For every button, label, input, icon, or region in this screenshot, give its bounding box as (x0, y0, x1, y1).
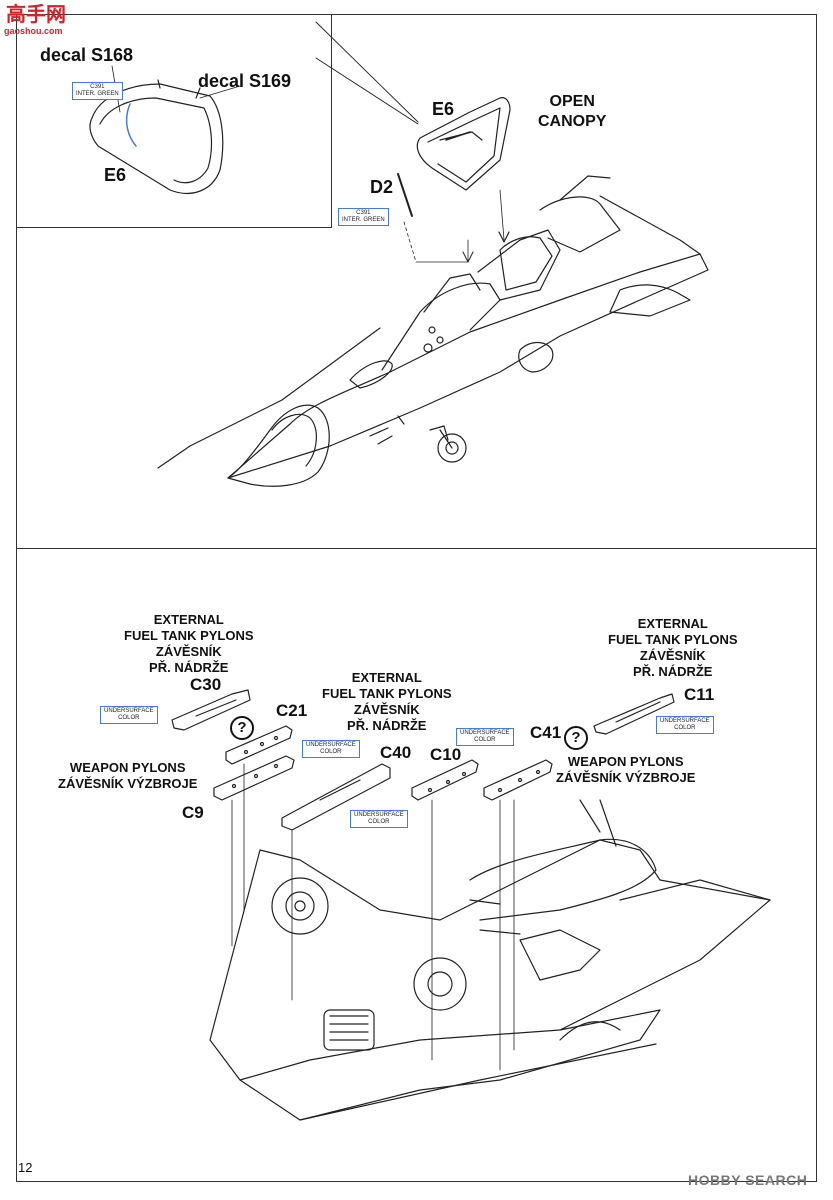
watermark-logo: 高手网 (6, 4, 66, 26)
watermark-url: gaoshou.com (4, 26, 63, 36)
detail-inset-frame (16, 14, 332, 228)
inset-color-name: INTER. GREEN (76, 91, 119, 97)
inset-part-e6-label: E6 (104, 165, 127, 185)
left-tank-pylons-caption: EXTERNAL FUEL TANK PYLONS ZÁVĚSNÍK PŘ. N… (124, 612, 254, 676)
undersurface-text-2: COLOR (674, 725, 696, 731)
decal-s168-label: decal S168 (40, 45, 134, 65)
part-c9-label: C9 (182, 803, 204, 822)
right-weapon-pylons-line-2: ZÁVĚSNÍK VÝZBROJE (556, 770, 696, 785)
center-tank-pylons-line-4: PŘ. NÁDRŽE (347, 718, 427, 733)
right-tank-pylons-caption: EXTERNAL FUEL TANK PYLONS ZÁVĚSNÍK PŘ. N… (608, 616, 738, 680)
left-weapon-pylons-line-1: WEAPON PYLONS (69, 760, 186, 775)
d2-color-callout: C391 INTER. GREEN (338, 208, 389, 226)
page-number: 12 (18, 1160, 33, 1175)
part-c10-label: C10 (430, 745, 462, 764)
part-c30-label: C30 (190, 675, 222, 694)
pylon-parts (171, 689, 675, 831)
left-tank-pylons-line-1: EXTERNAL (153, 612, 224, 627)
undersurface-text-2: COLOR (320, 749, 342, 755)
undersurface-text-1: UNDERSURFACE (354, 812, 404, 818)
right-tank-pylons-line-2: FUEL TANK PYLONS (608, 632, 738, 647)
center-tank-pylons-line-3: ZÁVĚSNÍK (353, 702, 420, 717)
undersurface-callout-c10: UNDERSURFACE COLOR (456, 728, 514, 746)
undersurface-text-1: UNDERSURFACE (460, 730, 510, 736)
part-c11-label: C11 (684, 685, 715, 704)
question-mark-right: ? (564, 726, 588, 750)
watermark-title: 高手网 (6, 4, 66, 26)
undersurface-text-1: UNDERSURFACE (306, 742, 356, 748)
aircraft-forward-fuselage (157, 175, 709, 487)
open-canopy-line-2: CANOPY (538, 113, 607, 130)
left-weapon-pylons-caption: WEAPON PYLONS ZÁVĚSNÍK VÝZBROJE (58, 760, 197, 792)
open-canopy-line-1: OPEN (549, 93, 595, 110)
undersurface-callout-c21: UNDERSURFACE COLOR (302, 740, 360, 758)
d2-color-name: INTER. GREEN (342, 217, 385, 223)
inset-color-callout: C391 INTER. GREEN (72, 82, 123, 100)
part-d2-label: D2 (370, 177, 394, 197)
question-mark-left: ? (230, 716, 254, 740)
left-tank-pylons-line-3: ZÁVĚSNÍK (155, 644, 222, 659)
canopy-drawing (416, 97, 511, 191)
inset-color-code: C391 (90, 84, 105, 90)
undersurface-text-2: COLOR (368, 819, 390, 825)
right-weapon-pylons-caption: WEAPON PYLONS ZÁVĚSNÍK VÝZBROJE (556, 754, 695, 786)
right-tank-pylons-line-1: EXTERNAL (637, 616, 708, 631)
part-c21-label: C21 (276, 701, 308, 720)
right-weapon-pylons-line-1: WEAPON PYLONS (567, 754, 684, 769)
left-tank-pylons-line-4: PŘ. NÁDRŽE (149, 660, 229, 675)
aircraft-underside (209, 799, 771, 1121)
open-canopy-caption: OPEN CANOPY (538, 92, 606, 132)
page-frame (16, 14, 817, 1182)
left-tank-pylons-line-2: FUEL TANK PYLONS (124, 628, 254, 643)
section-divider (16, 548, 817, 549)
part-c40-label: C40 (380, 743, 412, 762)
part-e6-label: E6 (432, 99, 455, 119)
right-tank-pylons-line-4: PŘ. NÁDRŽE (633, 664, 713, 679)
watermark-hobby-search: HOBBY SEARCH (688, 1172, 808, 1188)
right-tank-pylons-line-3: ZÁVĚSNÍK (639, 648, 706, 663)
part-c41-label: C41 (530, 723, 562, 742)
undersurface-text-1: UNDERSURFACE (660, 718, 710, 724)
center-tank-pylons-line-2: FUEL TANK PYLONS (322, 686, 452, 701)
left-weapon-pylons-line-2: ZÁVĚSNÍK VÝZBROJE (58, 776, 198, 791)
center-tank-pylons-caption: EXTERNAL FUEL TANK PYLONS ZÁVĚSNÍK PŘ. N… (322, 670, 452, 734)
undersurface-callout-c30: UNDERSURFACE COLOR (100, 706, 158, 724)
undersurface-callout-c40: UNDERSURFACE COLOR (350, 810, 408, 828)
decal-s169-label: decal S169 (198, 71, 292, 91)
center-tank-pylons-line-1: EXTERNAL (351, 670, 422, 685)
undersurface-text-2: COLOR (474, 737, 496, 743)
undersurface-callout-c11: UNDERSURFACE COLOR (656, 716, 714, 734)
undersurface-text-1: UNDERSURFACE (104, 708, 154, 714)
undersurface-text-2: COLOR (118, 715, 140, 721)
d2-color-code: C391 (356, 210, 371, 216)
